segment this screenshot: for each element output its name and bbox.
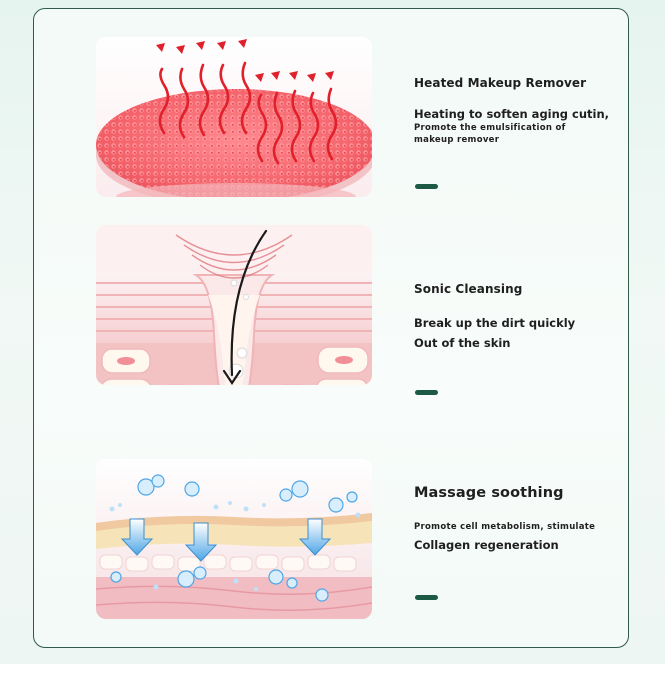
feature-2-text: Sonic Cleansing Break up the dirt quickl… bbox=[414, 282, 644, 350]
feature-3-text: Massage soothing Promote cell metabolism… bbox=[414, 485, 644, 552]
feature-1-detail-2: makeup remover bbox=[414, 135, 500, 145]
massage-soothing-illustration bbox=[96, 459, 372, 619]
feature-3-title: Massage soothing bbox=[414, 485, 564, 501]
feature-1-text: Heated Makeup Remover Heating to soften … bbox=[414, 76, 644, 146]
heated-brush-illustration bbox=[96, 37, 372, 197]
feature-1-line-1: Heating to soften aging cutin, bbox=[414, 107, 610, 121]
feature-1-detail-1: Promote the emulsification of bbox=[414, 123, 566, 133]
feature-1-divider bbox=[415, 184, 438, 189]
feature-2-line-1: Break up the dirt quickly bbox=[414, 316, 576, 330]
bottom-strip bbox=[0, 664, 665, 678]
h2o-skin-massage-icon bbox=[96, 459, 372, 619]
feature-2-divider bbox=[415, 390, 438, 395]
sonic-pore-cleansing-icon bbox=[96, 225, 372, 385]
feature-3-line-1: Collagen regeneration bbox=[414, 538, 559, 552]
feature-3-detail-1: Promote cell metabolism, stimulate bbox=[414, 522, 596, 532]
feature-1-title: Heated Makeup Remover bbox=[414, 76, 587, 90]
feature-2-line-2: Out of the skin bbox=[414, 336, 511, 350]
heated-silicone-brush-icon bbox=[96, 37, 372, 197]
feature-3-divider bbox=[415, 595, 438, 600]
feature-2-title: Sonic Cleansing bbox=[414, 282, 523, 296]
sonic-cleansing-illustration bbox=[96, 225, 372, 385]
